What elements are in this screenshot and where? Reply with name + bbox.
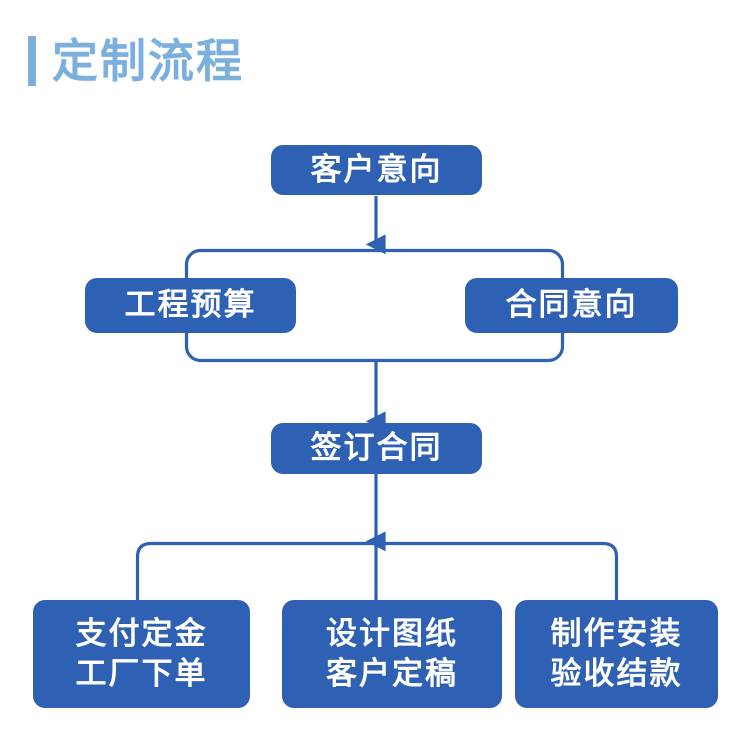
page-title: 定制流程: [28, 36, 244, 86]
node-pay-deposit-line2: 工厂下单: [75, 656, 208, 691]
node-make-install[interactable]: 制作安装 验收结款: [515, 600, 718, 708]
node-project-budget-line1: 工程预算: [124, 287, 257, 323]
node-customer-intent-line1: 客户意向: [310, 151, 443, 187]
node-customer-intent[interactable]: 客户意向: [271, 145, 482, 195]
node-contract-intent-line1: 合同意向: [505, 287, 638, 323]
node-design-drawing-line1: 设计图纸: [326, 616, 458, 652]
title-accent-bar: [28, 36, 36, 86]
node-sign-contract[interactable]: 签订合同: [271, 423, 482, 474]
node-design-drawing-line2: 客户定稿: [326, 656, 458, 691]
node-design-drawing[interactable]: 设计图纸 客户定稿: [282, 600, 502, 708]
node-make-install-line1: 制作安装: [550, 616, 683, 652]
node-project-budget[interactable]: 工程预算: [85, 278, 296, 333]
title-text: 定制流程: [52, 35, 244, 87]
node-pay-deposit-line1: 支付定金: [75, 616, 208, 652]
node-contract-intent[interactable]: 合同意向: [465, 278, 678, 333]
node-sign-contract-line1: 签订合同: [310, 430, 443, 466]
node-make-install-line2: 验收结款: [550, 656, 683, 691]
node-pay-deposit[interactable]: 支付定金 工厂下单: [33, 600, 250, 708]
